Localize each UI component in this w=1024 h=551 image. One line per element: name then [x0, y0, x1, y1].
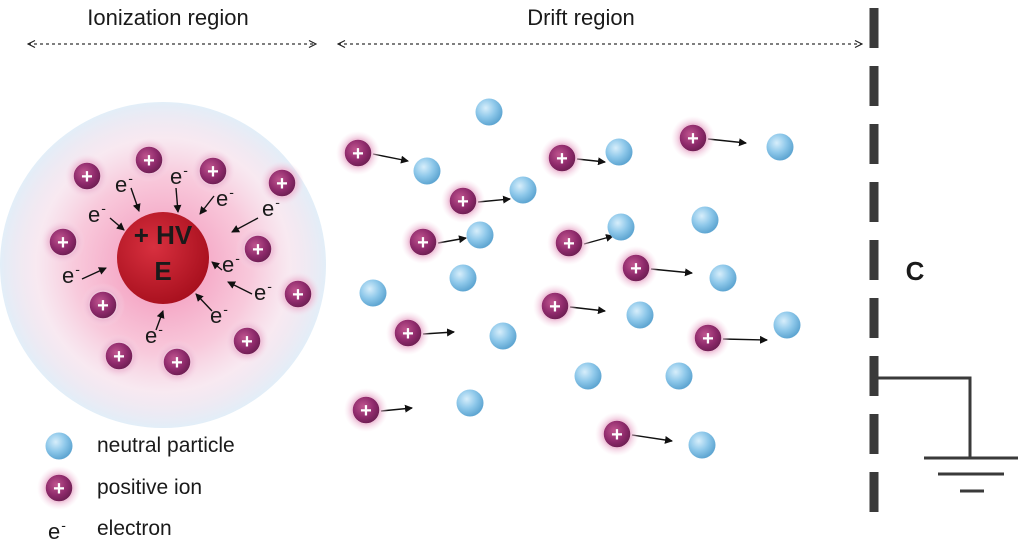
positive-ion: + [686, 316, 730, 360]
collector-label: C [906, 256, 925, 286]
legend-neutral-label: neutral particle [97, 434, 235, 457]
positive-ion: + [344, 388, 388, 432]
electron-arrow [231, 217, 259, 233]
neutral-particle [605, 138, 633, 166]
ion-plus-sign: + [276, 173, 288, 195]
positive-ion-layer: + + + + + + + + + + + + + + + + + + + + + + + [41, 116, 730, 456]
positive-ion: + [225, 319, 269, 363]
legend: neutral particle positive ion electron +… [37, 432, 235, 544]
positive-ion: + [336, 131, 380, 175]
ion-plus-sign: + [402, 323, 414, 345]
ion-plus-sign: + [81, 166, 93, 188]
positive-ion: + [386, 311, 430, 355]
ion-plus-sign: + [143, 150, 155, 172]
hv-electrode [117, 212, 209, 304]
electron-arrow [109, 217, 125, 231]
ion-plus-sign: + [702, 328, 714, 350]
ion-plus-sign: + [563, 233, 575, 255]
ion-plus-sign: + [556, 148, 568, 170]
positive-ion: + [41, 220, 85, 264]
legend-ion-label: positive ion [97, 476, 202, 499]
neutral-particle [489, 322, 517, 350]
ionization-region-label: Ionization region [87, 5, 248, 30]
positive-ion: + [595, 412, 639, 456]
ion-plus-sign: + [207, 161, 219, 183]
positive-ion: + [276, 272, 320, 316]
neutral-particle [766, 133, 794, 161]
electron-arrow [173, 187, 182, 213]
electrode-label-hv: + HV [134, 220, 193, 250]
neutral-particle [456, 389, 484, 417]
drift-region-label: Drift region [527, 5, 635, 30]
positive-ion: + [127, 138, 171, 182]
neutral-particle [574, 362, 602, 390]
positive-ion: + [236, 227, 280, 271]
neutral-particle [607, 213, 635, 241]
positive-ion: + [191, 149, 235, 193]
ion-plus-sign: + [549, 296, 561, 318]
neutral-particle [691, 206, 719, 234]
legend-electron-label: electron [97, 517, 172, 540]
positive-ion: + [533, 284, 577, 328]
neutral-particle [413, 157, 441, 185]
ion-plus-sign: + [611, 424, 623, 446]
ion-motion-arrow [722, 335, 768, 344]
neutral-particle [466, 221, 494, 249]
neutral-particle [773, 311, 801, 339]
positive-ion: + [671, 116, 715, 160]
positive-ion: + [260, 161, 304, 205]
ion-plus-sign: + [241, 331, 253, 353]
ion-plus-sign: + [352, 143, 364, 165]
positive-ion: + [155, 340, 199, 384]
legend-ion-icon: + [37, 466, 81, 510]
ion-plus-sign: + [457, 191, 469, 213]
positive-ion: + [540, 136, 584, 180]
ion-plus-sign: + [417, 232, 429, 254]
positive-ion: + [547, 221, 591, 265]
ion-plus-sign: + [360, 400, 372, 422]
neutral-particle [359, 279, 387, 307]
ion-plus-sign: + [53, 478, 65, 500]
neutral-particle [449, 264, 477, 292]
neutral-particle [665, 362, 693, 390]
electron-arrow [199, 195, 215, 215]
electron-arrow [81, 267, 107, 280]
neutral-particle-layer [359, 98, 801, 459]
positive-ion: + [441, 179, 485, 223]
legend-neutral-icon [45, 432, 73, 460]
positive-ion: + [81, 283, 125, 327]
positive-ion: + [401, 220, 445, 264]
neutral-particle [475, 98, 503, 126]
ion-plus-sign: + [252, 239, 264, 261]
positive-ion: + [97, 334, 141, 378]
legend-electron-icon: e- [48, 517, 66, 544]
electron-arrow [130, 187, 141, 212]
electron-arrow [227, 281, 253, 295]
electron-arrow [195, 293, 213, 312]
ion-plus-sign: + [57, 232, 69, 254]
positive-ion: + [614, 246, 658, 290]
neutral-particle [509, 176, 537, 204]
ion-plus-sign: + [687, 128, 699, 150]
ion-plus-sign: + [113, 346, 125, 368]
ion-plus-sign: + [97, 295, 109, 317]
ion-plus-sign: + [292, 284, 304, 306]
electron-arrow [155, 310, 165, 331]
motion-arrow-layer [81, 138, 768, 444]
neutral-particle [688, 431, 716, 459]
neutral-particle [626, 301, 654, 329]
ion-plus-sign: + [630, 258, 642, 280]
ground-symbol [876, 376, 1018, 493]
electron-arrow [211, 261, 223, 271]
ion-plus-sign: + [171, 352, 183, 374]
electrode-label-e: E [154, 256, 171, 286]
positive-ion: + [65, 154, 109, 198]
neutral-particle [709, 264, 737, 292]
